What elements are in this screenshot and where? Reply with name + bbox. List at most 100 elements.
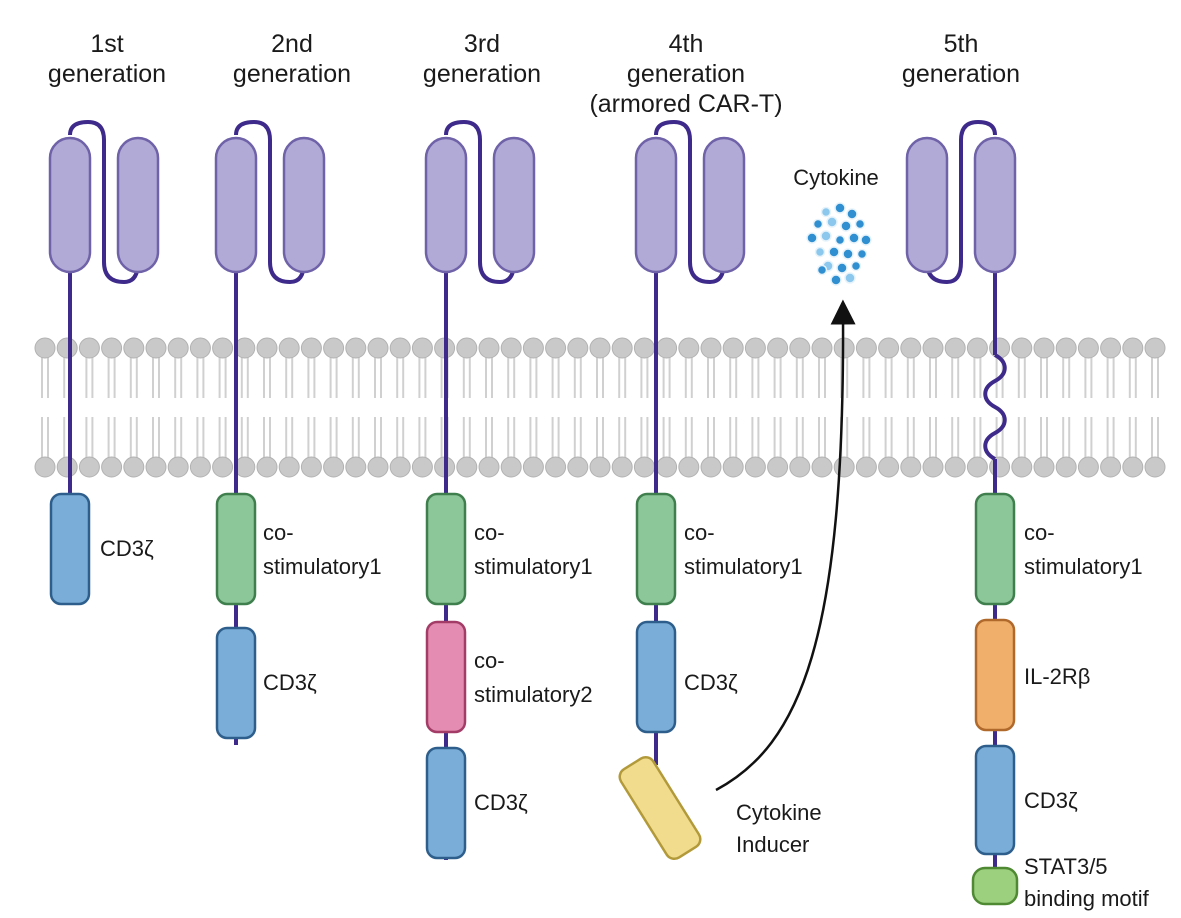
cytokine-particle — [812, 218, 824, 230]
cytokine-particles — [806, 202, 872, 286]
lipid-head — [878, 337, 900, 359]
gen5-costim1-label-line1: co- — [1024, 520, 1055, 545]
gen5-stat-label-line1: STAT3/5 — [1024, 854, 1108, 879]
gen4-scfv-domain-2 — [702, 136, 746, 274]
cytokine-cluster: Cytokine — [793, 165, 879, 286]
lipid-head — [545, 337, 567, 359]
gen5-scfv-domain-1 — [905, 136, 949, 274]
lipid-head — [900, 456, 922, 478]
lipid-head — [744, 337, 766, 359]
cytokine-particle — [834, 202, 846, 214]
lipid-head — [389, 337, 411, 359]
lipid-head — [633, 456, 655, 478]
cytokine-particle — [820, 230, 832, 242]
gen2-receptor: co- stimulatory1 CD3ζ — [214, 119, 382, 745]
gen4-costim1-domain — [635, 492, 677, 606]
gen2-costim1-label-line2: stimulatory1 — [263, 554, 382, 579]
lipid-head — [367, 337, 389, 359]
gen5-cd3z-domain — [974, 744, 1016, 856]
gen4-inducer-label-line2: Inducer — [736, 832, 809, 857]
lipid-head — [1055, 456, 1077, 478]
lipid-head — [789, 337, 811, 359]
lipid-head — [989, 456, 1011, 478]
lipid-head — [678, 456, 700, 478]
cytokine-particle — [846, 208, 858, 220]
lipid-head — [633, 337, 655, 359]
lipid-head — [1100, 456, 1122, 478]
titles: 1st generation 2nd generation 3rd genera… — [48, 30, 1020, 118]
lipid-head — [56, 337, 78, 359]
lipid-head — [478, 337, 500, 359]
lipid-head — [34, 456, 56, 478]
gen2-costim1-domain — [215, 492, 257, 606]
lipid-head — [811, 456, 833, 478]
gen4-cd3z-domain — [635, 620, 677, 734]
cytokine-secretion-arrow — [715, 299, 856, 792]
lipid-head — [855, 337, 877, 359]
lipid-head — [966, 456, 988, 478]
lipid-head — [478, 456, 500, 478]
lipid-head — [411, 456, 433, 478]
gen3-costim2-label-line2: stimulatory2 — [474, 682, 593, 707]
cytokine-label: Cytokine — [793, 165, 879, 190]
cytokine-particle — [834, 234, 846, 246]
lipid-head — [878, 456, 900, 478]
gen3-costim2-domain — [425, 620, 467, 734]
gen2-cd3z-domain — [215, 626, 257, 740]
lipid-head — [367, 456, 389, 478]
lipid-head — [966, 337, 988, 359]
gen3-costim2-label-line1: co- — [474, 648, 505, 673]
lipid-head — [833, 456, 855, 478]
cytokine-particle — [854, 218, 866, 230]
cytokine-particle — [826, 216, 838, 228]
lipid-head — [1100, 337, 1122, 359]
gen4-inducer-label-line1: Cytokine — [736, 800, 822, 825]
lipid-head — [256, 337, 278, 359]
gen5-il2rb-domain — [974, 618, 1016, 732]
cytokine-particle — [836, 262, 848, 274]
gen5-title-line2: generation — [902, 60, 1020, 88]
cytokine-particle — [820, 206, 832, 218]
gen5-stat-label-line2: binding motif — [1024, 886, 1150, 911]
gen5-costim1-label-line2: stimulatory1 — [1024, 554, 1143, 579]
lipid-head — [522, 337, 544, 359]
lipid-head — [189, 337, 211, 359]
lipid-head — [611, 337, 633, 359]
lipid-head — [1122, 337, 1144, 359]
gen4-receptor: co- stimulatory1 CD3ζ Cytokine Inducer — [618, 119, 856, 861]
gen1-title-line2: generation — [48, 60, 166, 88]
lipid-heads — [34, 337, 1166, 478]
lipid-head — [1144, 337, 1166, 359]
lipid-head — [811, 337, 833, 359]
lipid-head — [389, 456, 411, 478]
lipid-head — [278, 337, 300, 359]
lipid-head — [256, 456, 278, 478]
lipid-head — [56, 456, 78, 478]
lipid-head — [767, 456, 789, 478]
gen5-transmembrane-helix — [983, 353, 1007, 461]
cell-membrane — [34, 337, 1166, 478]
lipid-head — [123, 456, 145, 478]
lipid-head — [656, 456, 678, 478]
gen3-scfv-domain-2 — [492, 136, 536, 274]
gen4-title-line2: generation — [627, 60, 745, 88]
cytokine-particle — [828, 246, 840, 258]
gen2-title-line2: generation — [233, 60, 351, 88]
lipid-head — [922, 456, 944, 478]
gen4-title-line1: 4th — [669, 30, 704, 58]
gen3-scfv-domain-1 — [424, 136, 468, 274]
gen1-scfv-domain-1 — [48, 136, 92, 274]
lipid-head — [34, 337, 56, 359]
cytokine-particle — [806, 232, 818, 244]
gen3-costim1-label-line1: co- — [474, 520, 505, 545]
gen5-il2rb-label: IL-2Rβ — [1024, 664, 1090, 689]
cytokine-particle — [844, 272, 856, 284]
lipid-head — [300, 456, 322, 478]
gen1-title-line1: 1st — [90, 30, 123, 58]
lipid-head — [700, 456, 722, 478]
lipid-head — [101, 337, 123, 359]
lipid-head — [1077, 337, 1099, 359]
cytokine-particle — [814, 246, 826, 258]
lipid-head — [167, 456, 189, 478]
